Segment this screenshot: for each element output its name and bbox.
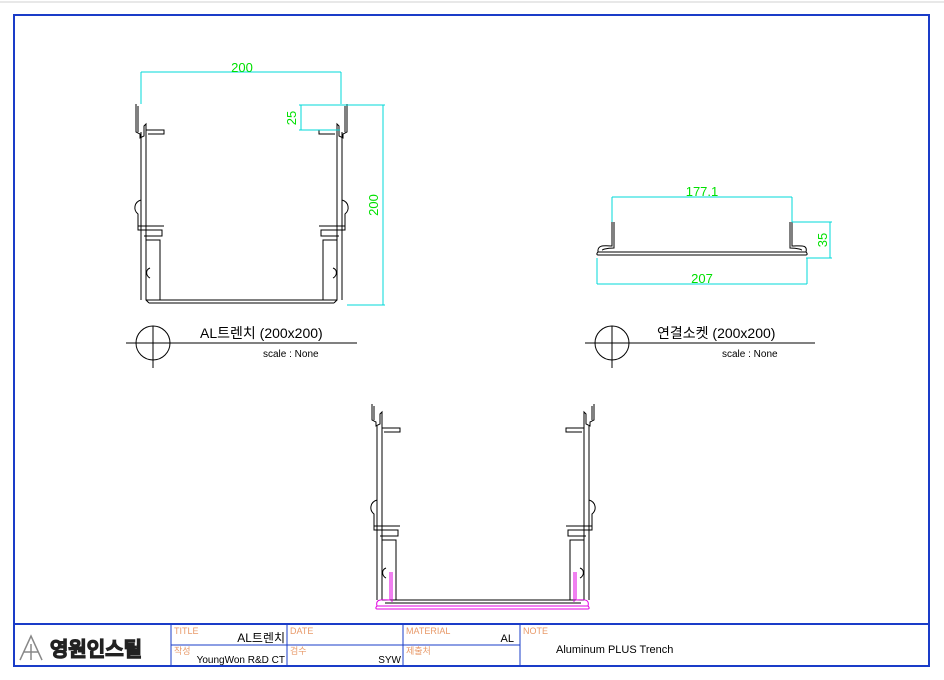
- trench-dimension-lines: [140, 71, 385, 306]
- material-label: MATERIAL: [406, 626, 450, 636]
- title-block: [14, 623, 929, 666]
- trench-dim-flange: 25: [284, 111, 299, 125]
- author-value: YoungWon R&D CT: [197, 655, 285, 666]
- material-value: AL: [501, 633, 514, 645]
- title-value: AL트렌치: [237, 631, 285, 645]
- socket-profile: [596, 222, 808, 256]
- socket-view-scale: scale : None: [722, 349, 778, 360]
- view-symbol-icon: [126, 325, 357, 368]
- trench-view-scale: scale : None: [263, 349, 319, 360]
- trench-dim-height: 200: [366, 194, 381, 216]
- trench-view-title: AL트렌치 (200x200): [200, 325, 323, 341]
- socket-dim-inner: 177.1: [686, 184, 719, 199]
- socket-dim-height: 35: [815, 233, 830, 247]
- sheet-border: [13, 14, 930, 667]
- socket-dim-outer: 207: [691, 271, 713, 286]
- author-label: 작성: [174, 646, 191, 656]
- view-symbol-icon: [585, 325, 815, 368]
- check-label: 검수: [290, 645, 307, 656]
- assembly-profile: [370, 404, 596, 604]
- company-logo: 영원인스틸: [50, 638, 142, 661]
- assembly-socket-highlight: [375, 572, 590, 610]
- trench-dim-width: 200: [231, 60, 253, 75]
- socket-dimension-lines: [596, 196, 832, 285]
- note-value: Aluminum PLUS Trench: [556, 644, 673, 656]
- date-label: DATE: [290, 626, 313, 636]
- trench-profile: [134, 104, 349, 304]
- socket-view-title: 연결소켓 (200x200): [657, 325, 775, 341]
- submit-label: 제출처: [406, 645, 431, 656]
- note-label: NOTE: [523, 626, 548, 636]
- check-value: SYW: [378, 655, 401, 666]
- title-label: TITLE: [174, 626, 199, 636]
- company-logo-icon: [19, 634, 43, 661]
